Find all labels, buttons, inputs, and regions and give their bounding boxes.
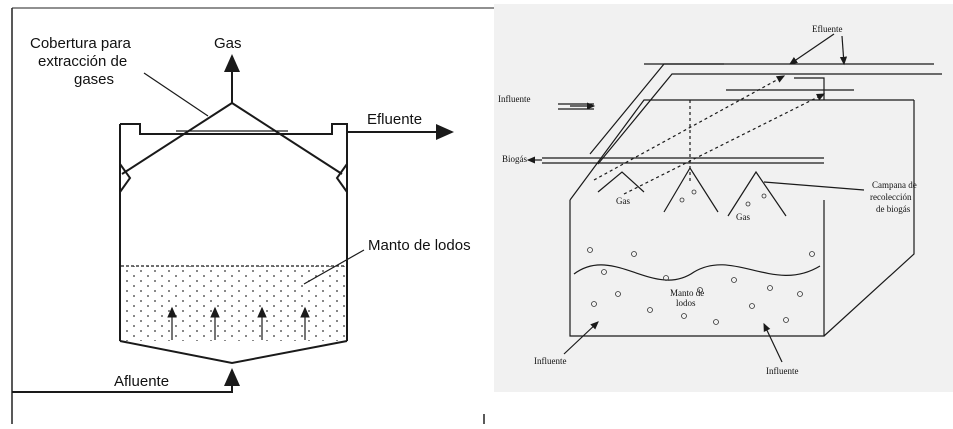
hood-leader xyxy=(763,181,865,191)
gas-right-label: Gas xyxy=(736,212,750,222)
sludge-blanket-label: Manto de lodos xyxy=(368,237,471,254)
flow-arrow xyxy=(623,93,826,195)
affluent-pipe xyxy=(12,368,240,393)
baffle-left xyxy=(119,163,132,193)
hood-label-2: recolección xyxy=(870,192,912,202)
tank-bottom-cone xyxy=(119,340,348,365)
influent-arrow xyxy=(563,321,599,355)
channel-bars xyxy=(644,63,854,91)
effluent-arrow xyxy=(839,35,848,66)
influent-bottom-left-label: Influente xyxy=(534,356,566,366)
sludge-blanket xyxy=(121,266,346,341)
channel-drop xyxy=(794,77,825,100)
influent-bottom-right-label: Influente xyxy=(766,366,798,376)
hood-label-3: de biogás xyxy=(876,204,911,214)
hood xyxy=(727,170,787,217)
biogas-label: Biogás xyxy=(502,154,527,164)
biogas-pipe xyxy=(542,157,824,164)
affluent-label: Afluente xyxy=(114,373,169,390)
hood xyxy=(663,166,719,213)
influent-top-label: Influente xyxy=(498,94,530,104)
box-front xyxy=(569,200,825,337)
gas-hood xyxy=(121,101,343,175)
cover-leader xyxy=(143,72,209,117)
box-side xyxy=(823,100,915,337)
effluent-label: Efluente xyxy=(367,111,422,128)
gas-left-label: Gas xyxy=(616,196,630,206)
sludge-line xyxy=(573,264,821,281)
cover-label-1: Cobertura para xyxy=(30,35,132,52)
hood-label-1: Campana de xyxy=(872,180,917,190)
cover-label-2: extracción de xyxy=(38,53,127,70)
flow-arrow xyxy=(593,75,786,181)
bubbles xyxy=(587,189,815,325)
uasb-3d-illustration: Efluente Influente Biogás Gas Gas Campan… xyxy=(494,4,953,392)
effluent-arrow xyxy=(789,33,835,65)
hood xyxy=(597,171,645,193)
uasb-schematic-svg: Cobertura para extracción de gases Gas E… xyxy=(12,35,471,393)
sludge-label-1: Manto de xyxy=(670,288,704,298)
sludge-label-2: lodos xyxy=(676,298,696,308)
influent-arrow xyxy=(763,322,783,363)
effluent-label: Efluente xyxy=(812,24,843,34)
uasb-3d-svg: Efluente Influente Biogás Gas Gas Campan… xyxy=(498,24,942,376)
baffle-right xyxy=(335,163,348,193)
tank-rim xyxy=(119,123,348,136)
channel-rails xyxy=(589,63,942,165)
gas-label: Gas xyxy=(214,35,242,52)
sludge-leader xyxy=(303,249,365,285)
cover-label-3: gases xyxy=(74,71,114,88)
uasb-schematic: Cobertura para extracción de gases Gas E… xyxy=(12,8,492,418)
